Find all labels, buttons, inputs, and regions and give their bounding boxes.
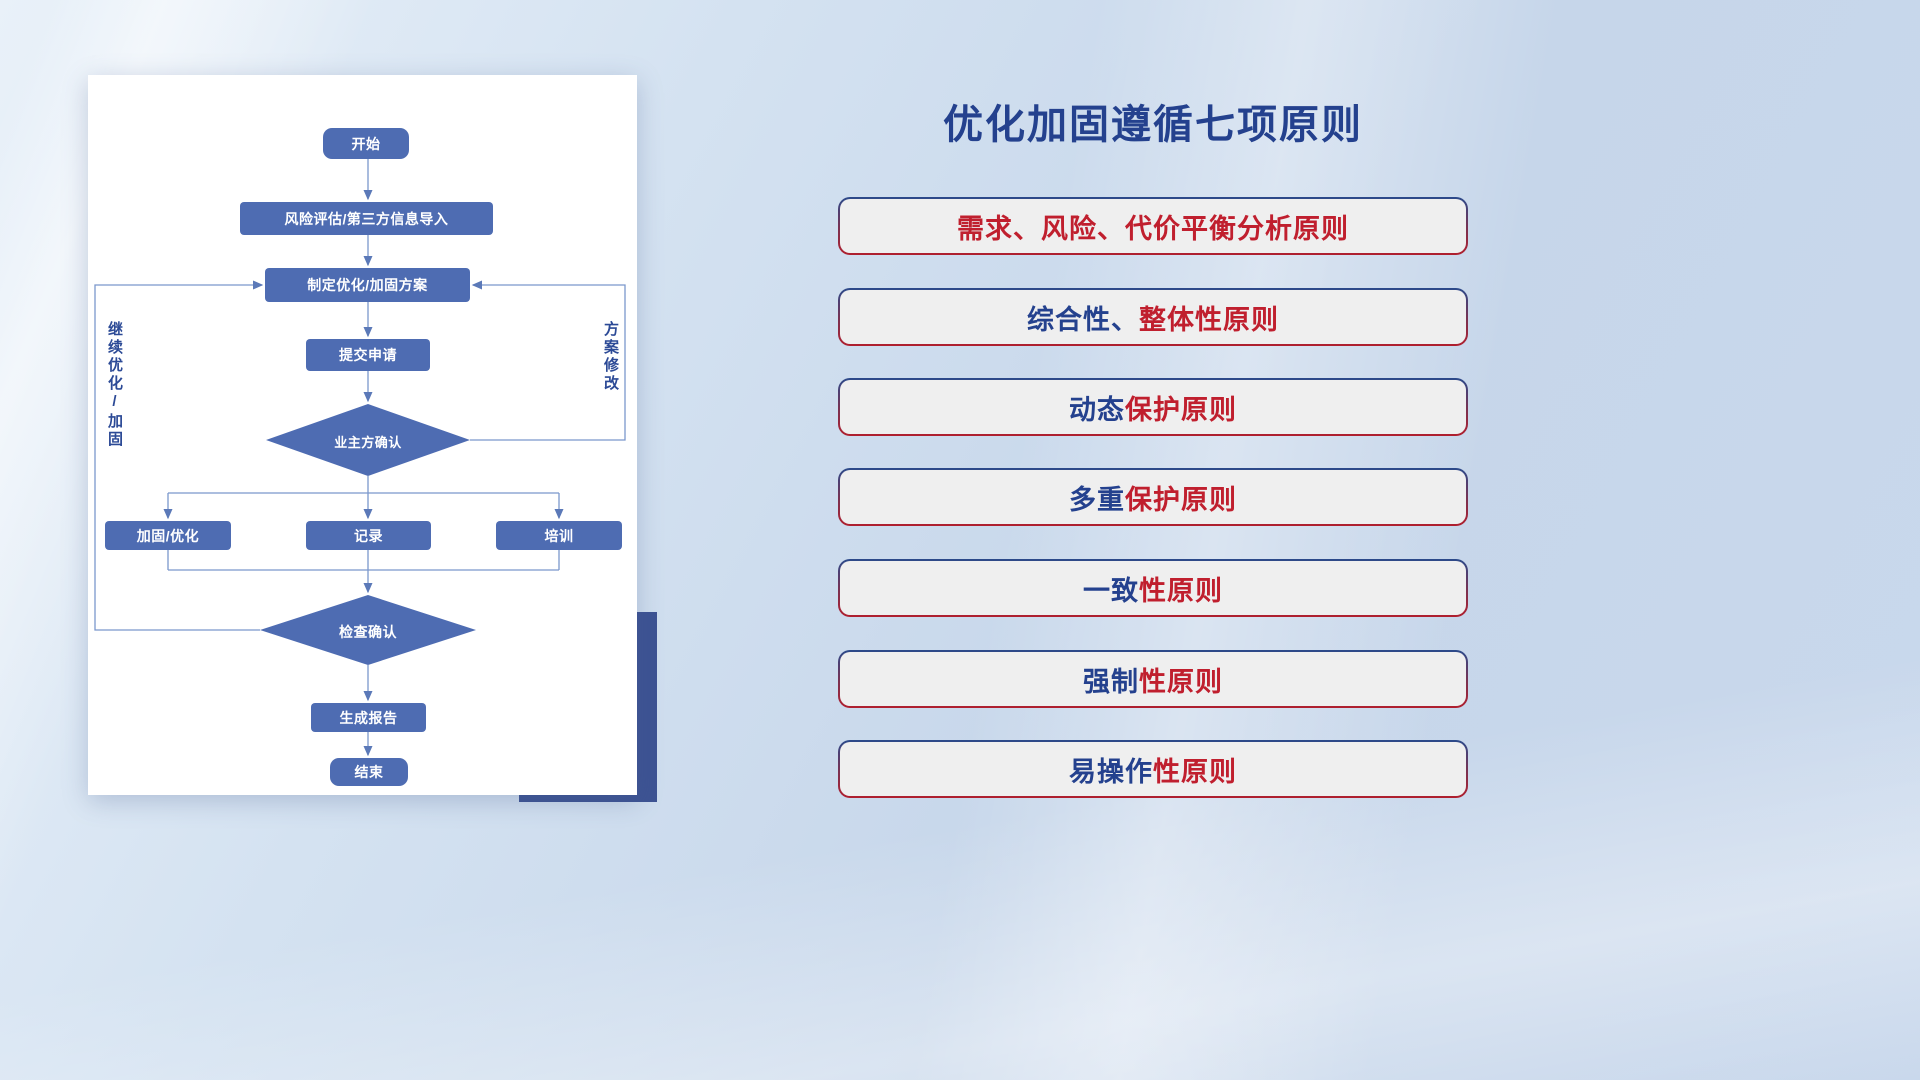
flow-node-training: 培训 <box>496 521 622 550</box>
principle-suffix: 性原则 <box>1139 575 1223 606</box>
principle-card-6: 强制性原则 <box>838 650 1468 708</box>
principle-card-7: 易操作性原则 <box>838 740 1468 798</box>
flow-node-make-plan: 制定优化/加固方案 <box>265 268 470 302</box>
flow-node-check-confirm-label: 检查确认 <box>339 624 397 640</box>
principle-card-5: 一致性原则 <box>838 559 1468 617</box>
principle-text: 强制性原则 <box>840 652 1466 706</box>
principle-suffix: 性原则 <box>1139 666 1223 697</box>
flowchart-connectors <box>94 159 626 757</box>
flowchart-card: 开始 风险评估/第三方信息导入 制定优化/加固方案 提交申请 业主方确认 加固/… <box>88 75 637 795</box>
loop-label-plan-modify: 方案修改 <box>602 321 619 393</box>
diamond-check-confirm <box>260 595 476 665</box>
principle-card-1: 需求、风险、代价平衡分析原则 <box>838 197 1468 255</box>
principle-text: 综合性、整体性原则 <box>840 290 1466 344</box>
principle-text: 多重保护原则 <box>840 470 1466 524</box>
flow-node-submit-application: 提交申请 <box>306 339 430 371</box>
principle-suffix: 需求、风险、代价平衡分析原则 <box>957 213 1349 244</box>
principle-suffix: 保护原则 <box>1125 484 1237 515</box>
flow-node-end: 结束 <box>330 758 408 786</box>
flow-node-start: 开始 <box>323 128 409 159</box>
principle-text: 动态保护原则 <box>840 380 1466 434</box>
flow-node-risk-assessment: 风险评估/第三方信息导入 <box>240 202 493 235</box>
principle-prefix: 一致 <box>1083 575 1139 606</box>
loop-label-continue-optimize: 继续优化/加固 <box>106 321 123 449</box>
principle-suffix: 整体性原则 <box>1139 304 1279 335</box>
principle-card-4: 多重保护原则 <box>838 468 1468 526</box>
principles-title: 优化加固遵循七项原则 <box>943 103 1363 147</box>
flow-node-owner-confirm-label: 业主方确认 <box>334 435 402 450</box>
principle-prefix: 多重 <box>1069 484 1125 515</box>
principle-text: 需求、风险、代价平衡分析原则 <box>840 199 1466 253</box>
flow-node-reinforce-optimize: 加固/优化 <box>105 521 231 550</box>
principle-prefix: 强制 <box>1083 666 1139 697</box>
principle-prefix: 综合性、 <box>1027 304 1139 335</box>
principle-suffix: 性原则 <box>1153 756 1237 787</box>
principle-card-2: 综合性、整体性原则 <box>838 288 1468 346</box>
principle-suffix: 保护原则 <box>1125 394 1237 425</box>
principle-text: 一致性原则 <box>840 561 1466 615</box>
diamond-owner-confirm <box>266 404 470 476</box>
principle-card-3: 动态保护原则 <box>838 378 1468 436</box>
flow-node-record: 记录 <box>306 521 431 550</box>
principle-prefix: 易操作 <box>1069 756 1153 787</box>
flow-node-generate-report: 生成报告 <box>311 703 426 732</box>
principle-text: 易操作性原则 <box>840 742 1466 796</box>
principle-prefix: 动态 <box>1069 394 1125 425</box>
